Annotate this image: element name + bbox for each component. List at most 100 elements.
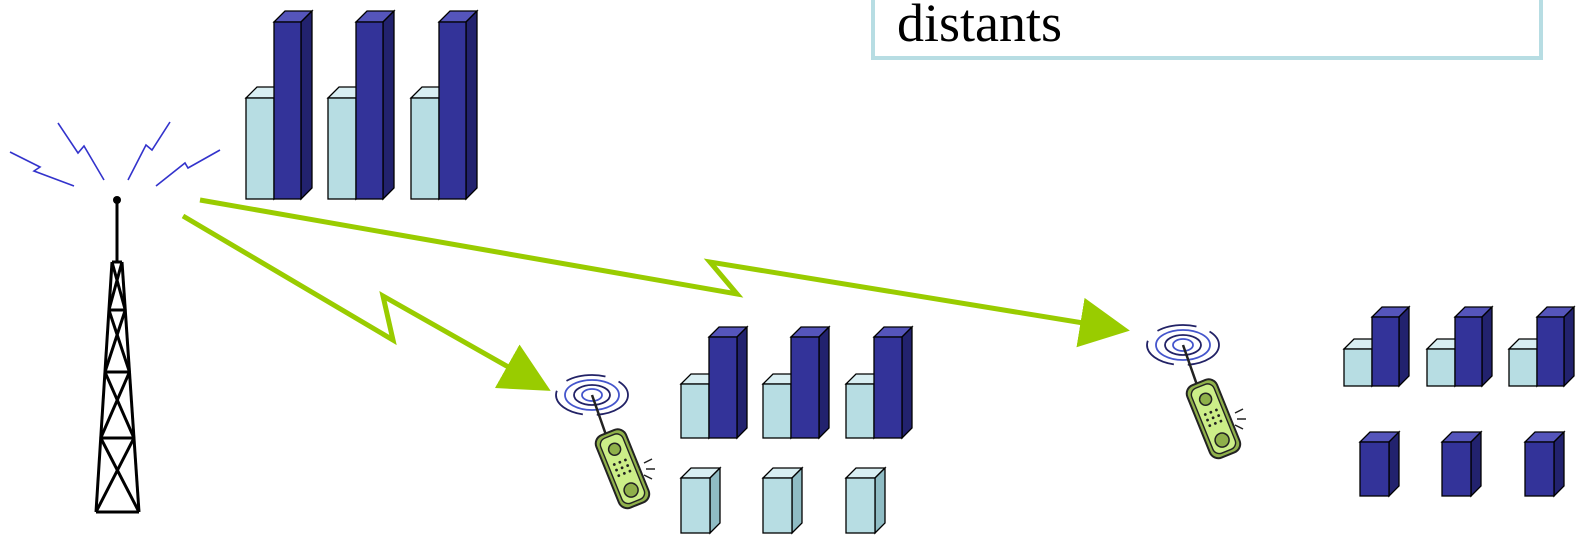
- building-icon: [1523, 430, 1566, 498]
- building-front: [1343, 348, 1373, 387]
- signal-links: [181, 197, 1130, 391]
- ring-tick: [643, 474, 653, 480]
- phone-body: [594, 428, 651, 510]
- building-icon: [844, 325, 914, 440]
- phone-key: [1211, 416, 1215, 420]
- mobile-phone-icon: [1146, 324, 1246, 460]
- building-icon: [679, 325, 749, 440]
- building-icon: [244, 9, 314, 201]
- building-front: [355, 21, 384, 200]
- building-side: [1388, 430, 1400, 498]
- phone-key: [628, 469, 632, 473]
- building-front: [327, 97, 357, 200]
- radio-wave-icon: [57, 122, 105, 181]
- phone-key: [624, 458, 627, 462]
- mobile-phone-icon: [555, 374, 655, 510]
- phone-mouthpiece: [1214, 432, 1230, 448]
- radio-wave-icon: [1146, 324, 1220, 366]
- radio-wave-icon: [9, 151, 75, 187]
- building-front: [438, 21, 467, 200]
- building-front: [1508, 348, 1538, 387]
- phone-key: [620, 466, 624, 470]
- building-icon: [761, 325, 831, 440]
- phone-key: [1208, 424, 1212, 428]
- phone-key: [1215, 408, 1218, 412]
- building-side: [818, 325, 830, 440]
- building-side: [1563, 305, 1575, 388]
- building-front: [680, 477, 711, 534]
- callout-text: distants: [897, 0, 1063, 53]
- phone-key: [617, 474, 621, 478]
- building-side: [736, 325, 748, 440]
- phone-key: [612, 463, 616, 466]
- building-front: [1441, 441, 1472, 497]
- radio-wave-icon: [564, 379, 620, 411]
- phone-antenna: [1181, 344, 1199, 386]
- phone-key: [1209, 410, 1213, 414]
- building-front: [410, 97, 440, 200]
- building-front: [273, 21, 302, 200]
- phone-key: [1217, 414, 1221, 417]
- building-side: [901, 325, 913, 440]
- phone-key: [1203, 413, 1207, 416]
- building-cluster: [244, 9, 1576, 535]
- radio-wave-icon: [581, 388, 603, 402]
- radio-wave-icon: [1164, 334, 1202, 356]
- phone-body: [1185, 378, 1242, 460]
- phone-key: [1206, 418, 1209, 422]
- building-side: [300, 9, 313, 201]
- tower-tip: [113, 196, 121, 204]
- tower-brace: [110, 261, 127, 311]
- tower-brace: [103, 371, 136, 439]
- ring-tick: [1234, 424, 1244, 430]
- tower-leg-left: [94, 261, 114, 513]
- building-side: [1553, 430, 1565, 498]
- building-side: [465, 9, 478, 201]
- phone-key: [615, 468, 618, 472]
- building-icon: [1358, 430, 1401, 498]
- building-front: [790, 336, 820, 439]
- building-side: [1470, 430, 1482, 498]
- building-icon: [1440, 430, 1483, 498]
- building-icon: [1342, 305, 1411, 388]
- phone-key: [622, 471, 626, 475]
- building-icon: [844, 466, 887, 535]
- callout-box: distants: [871, 0, 1543, 60]
- building-front: [708, 336, 738, 439]
- phone-mouthpiece: [623, 482, 639, 498]
- building-front: [680, 383, 710, 439]
- tower-brace: [99, 437, 141, 513]
- mobile-phones: [555, 324, 1246, 510]
- building-front: [762, 477, 793, 534]
- phone-antenna: [590, 394, 608, 436]
- building-side: [1481, 305, 1493, 388]
- tower-brace: [94, 437, 136, 513]
- building-front: [1426, 348, 1456, 387]
- radio-wave-icon: [127, 121, 171, 181]
- ring-tick: [643, 458, 653, 464]
- building-front: [873, 336, 903, 439]
- tower-brace: [107, 309, 131, 373]
- building-icon: [761, 466, 804, 535]
- building-front: [1359, 441, 1390, 497]
- building-side: [874, 466, 886, 535]
- radio-wave-icon: [555, 374, 629, 416]
- antenna-tower-icon: [94, 196, 141, 514]
- building-icon: [679, 466, 722, 535]
- radio-wave-icon: [1155, 329, 1211, 361]
- building-icon: [1425, 305, 1494, 388]
- building-side: [791, 466, 803, 535]
- building-icon: [409, 9, 479, 201]
- signal-link-icon: [181, 213, 551, 391]
- building-icon: [326, 9, 396, 201]
- building-front: [845, 477, 876, 534]
- building-front: [762, 383, 792, 439]
- building-side: [709, 466, 721, 535]
- radio-wave-icon: [9, 121, 221, 187]
- building-front: [1524, 441, 1555, 497]
- phone-key: [1213, 421, 1217, 425]
- radio-wave-icon: [573, 384, 611, 406]
- signal-link-icon: [199, 197, 1130, 348]
- building-side: [382, 9, 395, 201]
